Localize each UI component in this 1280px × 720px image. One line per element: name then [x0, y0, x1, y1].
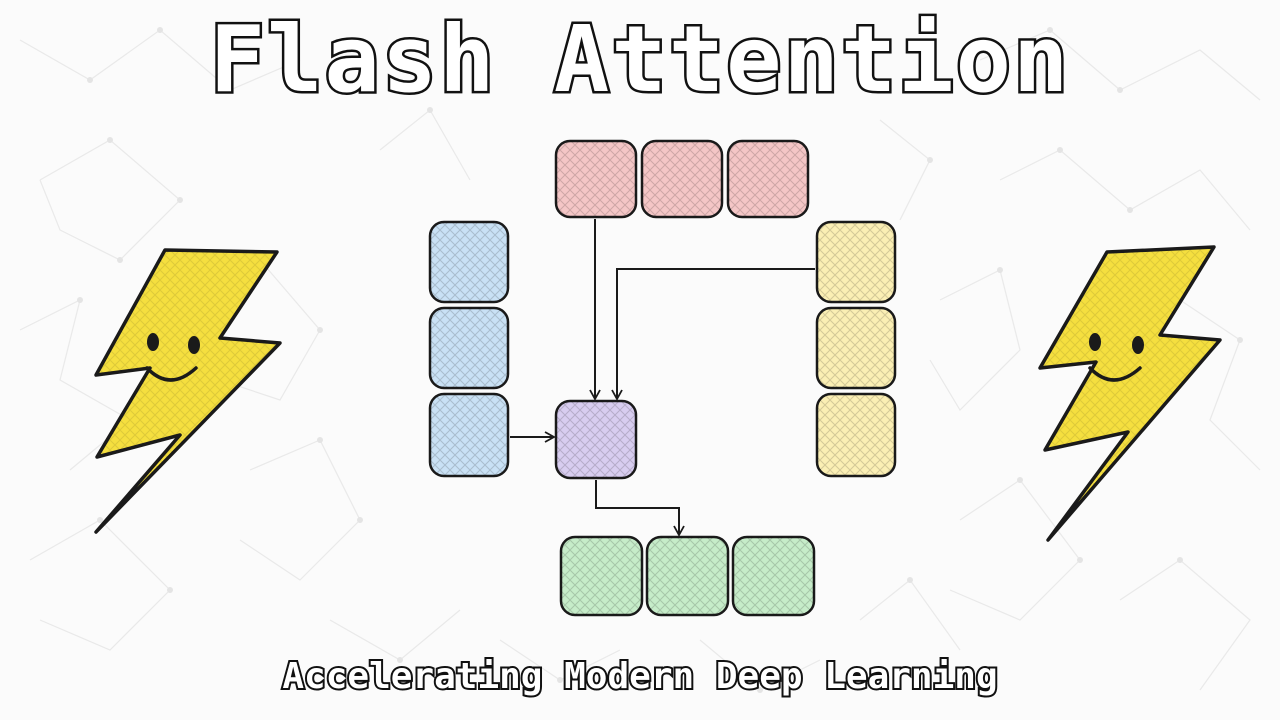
red-block-row	[554, 139, 810, 219]
yellow-block-column	[815, 220, 897, 478]
smiling-lightning-bolt-icon	[94, 248, 282, 534]
arrow-yellow-to-purple	[611, 268, 815, 401]
smiling-lightning-bolt-icon	[1038, 245, 1222, 542]
arrow-purple-to-green	[595, 480, 685, 537]
page-subtitle: Accelerating Modern Deep Learning	[280, 654, 999, 699]
page-title: Flash Attention	[207, 5, 1071, 114]
green-block-row	[559, 535, 816, 617]
blue-block-column	[428, 220, 510, 478]
